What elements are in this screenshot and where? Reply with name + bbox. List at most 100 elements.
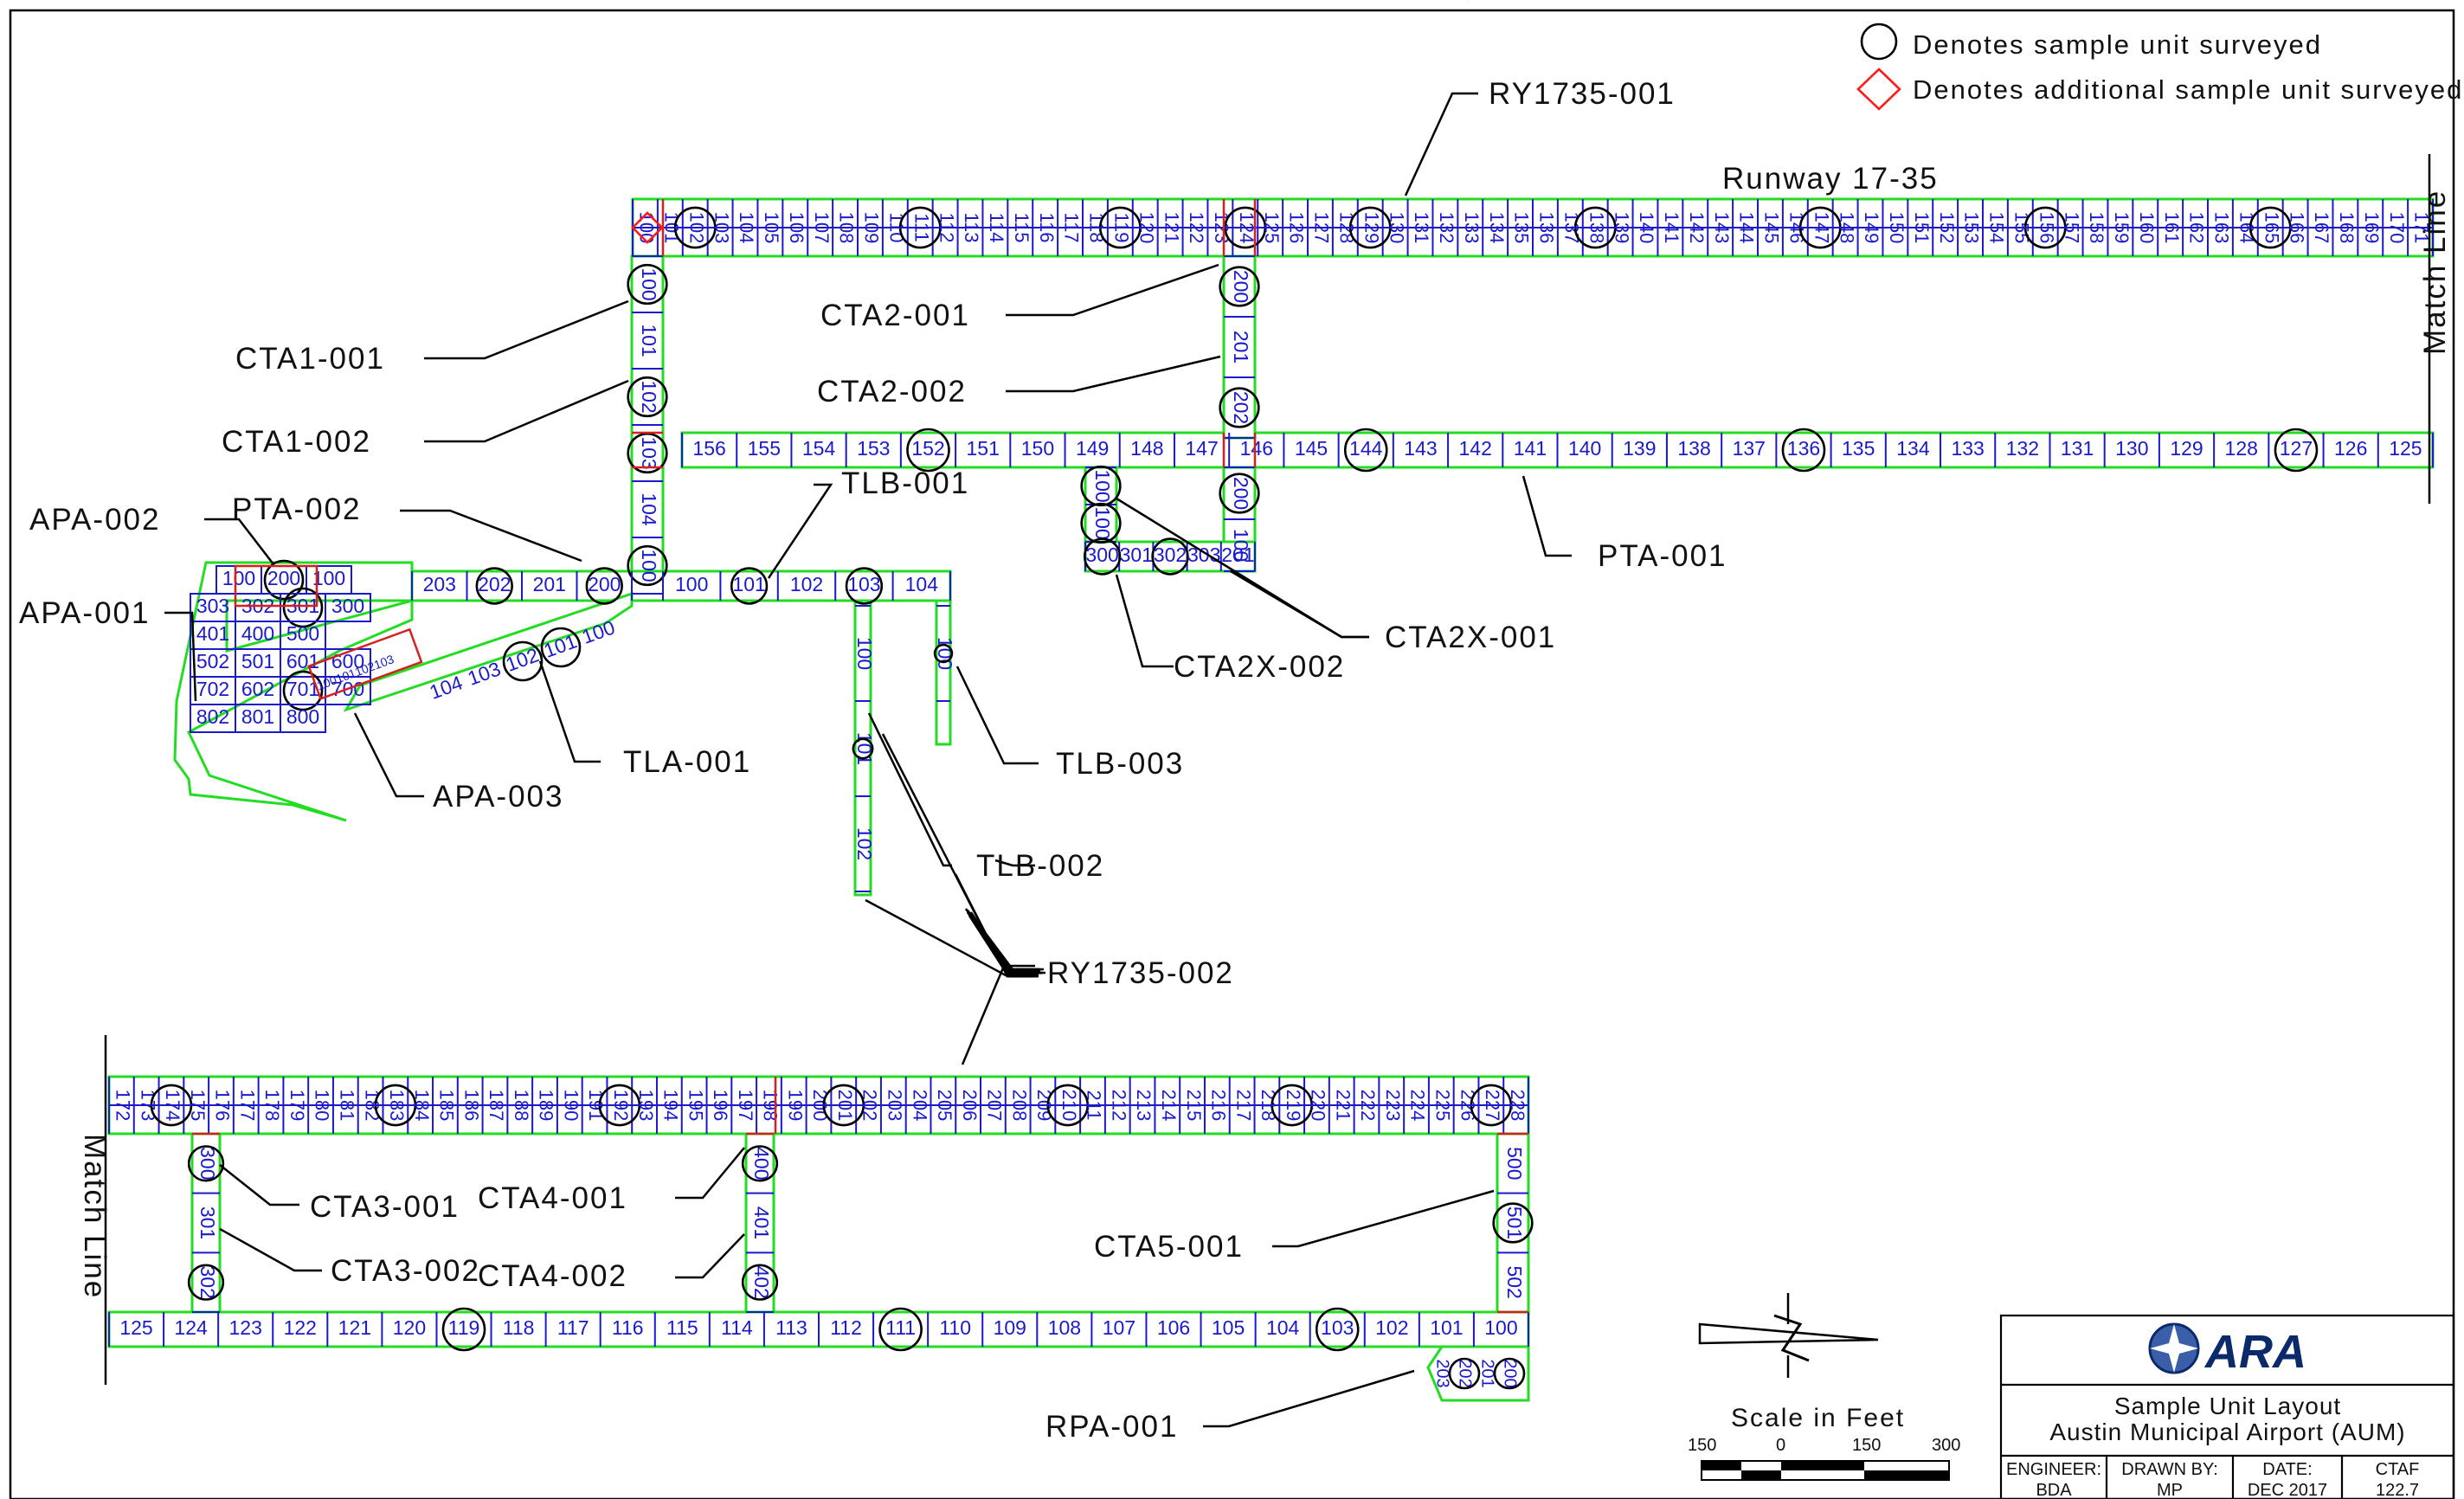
surveyed-unit-circle-icon [585,567,623,605]
cta5-unit: 501 [1503,1206,1526,1239]
label-cta1-001: CTA1-001 [235,342,385,376]
label-apa-003: APA-003 [433,780,564,814]
ara-logo-text: ARA [2203,1326,2306,1378]
surveyed-unit-circle-icon [1151,537,1189,576]
surveyed-unit-circle-icon [627,544,668,587]
rpa-parallel-unit: 111 [885,1316,916,1339]
surveyed-unit-circle-icon [741,1264,779,1301]
label-cta2x-001: CTA2X-001 [1385,621,1556,654]
cta1-unit: 100 [638,267,660,300]
title-line-2: Austin Municipal Airport (AUM) [2049,1419,2405,1445]
apa3-unit: 102 [353,659,377,679]
rpa-parallel-unit: 120 [393,1316,426,1339]
pta001-unit: 148 [1130,437,1163,460]
apron-unit: 801 [241,705,274,728]
surveyed-unit-circle-icon [906,428,950,473]
pta001-unit: 127 [2280,437,2313,460]
tlb-spur1-unit: 102 [853,827,876,860]
surveyed-unit-circle-icon [475,567,513,605]
surveyed-unit-circle-icon [1083,537,1122,576]
pta001-unit: 144 [1349,437,1383,460]
surveyed-unit-circle-icon [627,376,668,418]
pta001-unit: 156 [692,437,725,460]
drawn-by-label: DRAWN BY: [2121,1460,2218,1479]
surveyed-unit-circle-icon [187,1264,225,1301]
match-line-label-bottom: Match Line [78,1134,112,1299]
rpa-parallel-unit: 101 [1430,1316,1463,1339]
cta5-unit: 502 [1503,1265,1526,1298]
rpa-parallel-unit: 122 [284,1316,317,1339]
rpa-unit: 203 [1433,1359,1452,1387]
surveyed-unit-circle-icon [263,559,305,601]
cta2x-unit: 100 [1230,529,1252,562]
label-apa-002: APA-002 [29,503,161,537]
label-ry1735-002: RY1735-002 [1047,956,1234,990]
tlb-spur1-unit: 100 [853,637,876,670]
surveyed-unit-circle-icon [933,643,954,664]
rpa-parallel-unit: 117 [557,1316,589,1339]
surveyed-unit-circle-icon [741,1145,779,1182]
label-cta2-002: CTA2-002 [817,375,967,409]
label-cta1-002: CTA1-002 [222,425,371,459]
pta001-unit: 140 [1568,437,1601,460]
pta001-unit: 134 [1896,437,1930,460]
pta001-unit: 155 [748,437,781,460]
cta1-unit: 101 [638,324,660,357]
rpa-parallel-unit: 121 [338,1316,371,1339]
surveyed-unit-circle-icon [627,263,668,306]
rpa-unit: 201 [1478,1359,1497,1387]
cta4-unit: 402 [750,1265,773,1298]
pta001-unit: 146 [1240,437,1273,460]
scale-tick-2: 150 [1852,1436,1881,1455]
title-block: ARA Sample Unit Layout Austin Municipal … [1999,1314,2455,1499]
scale-title: Scale in Feet [1731,1404,1905,1432]
ctaf-value: 122.7 [2376,1481,2419,1499]
surveyed-unit-circle-icon [502,640,544,682]
pta001-unit: 152 [911,437,944,460]
pta001-unit: 135 [1842,437,1875,460]
label-tlb-001: TLB-001 [841,466,969,500]
pta001-unit: 133 [1951,437,1984,460]
cta1-unit: 102 [638,380,660,413]
surveyed-unit-circle-icon [1315,1307,1360,1352]
legend-circle-text: Denotes sample unit surveyed [1913,29,2322,60]
cta4-unit: 400 [750,1147,773,1180]
cta3-unit: 300 [196,1147,219,1180]
surveyed-unit-circle-icon [730,567,769,605]
cta4-connector [744,1132,775,1314]
surveyed-unit-circle-icon [2274,428,2319,473]
cta3-unit: 301 [196,1206,219,1239]
cta4-unit: 401 [750,1206,773,1239]
apron-unit: 600 [331,650,364,672]
pta001-unit: 154 [802,437,836,460]
cta2x-row-unit: 301 [1120,544,1153,566]
drawn-by-value: MP [2157,1481,2183,1499]
date-label: DATE: [2262,1460,2312,1479]
label-rpa-001: RPA-001 [1045,1410,1178,1444]
surveyed-unit-circle-icon [1493,1357,1526,1390]
ara-logo-icon [2148,1322,2200,1374]
section-labels: RY1735-001 CTA1-001 CTA1-002 CTA2-001 CT… [19,77,1726,1444]
cta3-connector [190,1132,222,1314]
apron-unit: 502 [196,650,229,672]
runway-name: Runway 17-35 [1722,162,1939,196]
surveyed-unit-circle-icon [441,1307,486,1352]
rpa-parallel-unit: 100 [1484,1316,1517,1339]
pta001-unit: 145 [1295,437,1328,460]
apron-unit: 802 [196,705,229,728]
legend: Denotes sample unit surveyed Denotes add… [1856,23,2461,111]
pta001-unit: 142 [1458,437,1491,460]
pta001-unit: 141 [1514,437,1547,460]
apron-unit: 500 [286,622,319,645]
scale-tick-1: 0 [1776,1436,1785,1455]
rpa-parallel-unit: 103 [1321,1316,1354,1339]
cta2x-row-unit: 303 [1187,544,1220,566]
rpa-unit: 202 [1456,1359,1475,1387]
apa3-unit: 101 [334,666,358,685]
rpa-parallel-unit: 113 [775,1316,807,1339]
rpa-parallel-unit: 116 [612,1316,644,1339]
title-line-1: Sample Unit Layout [2114,1393,2341,1419]
pta001-unit: 130 [2115,437,2148,460]
